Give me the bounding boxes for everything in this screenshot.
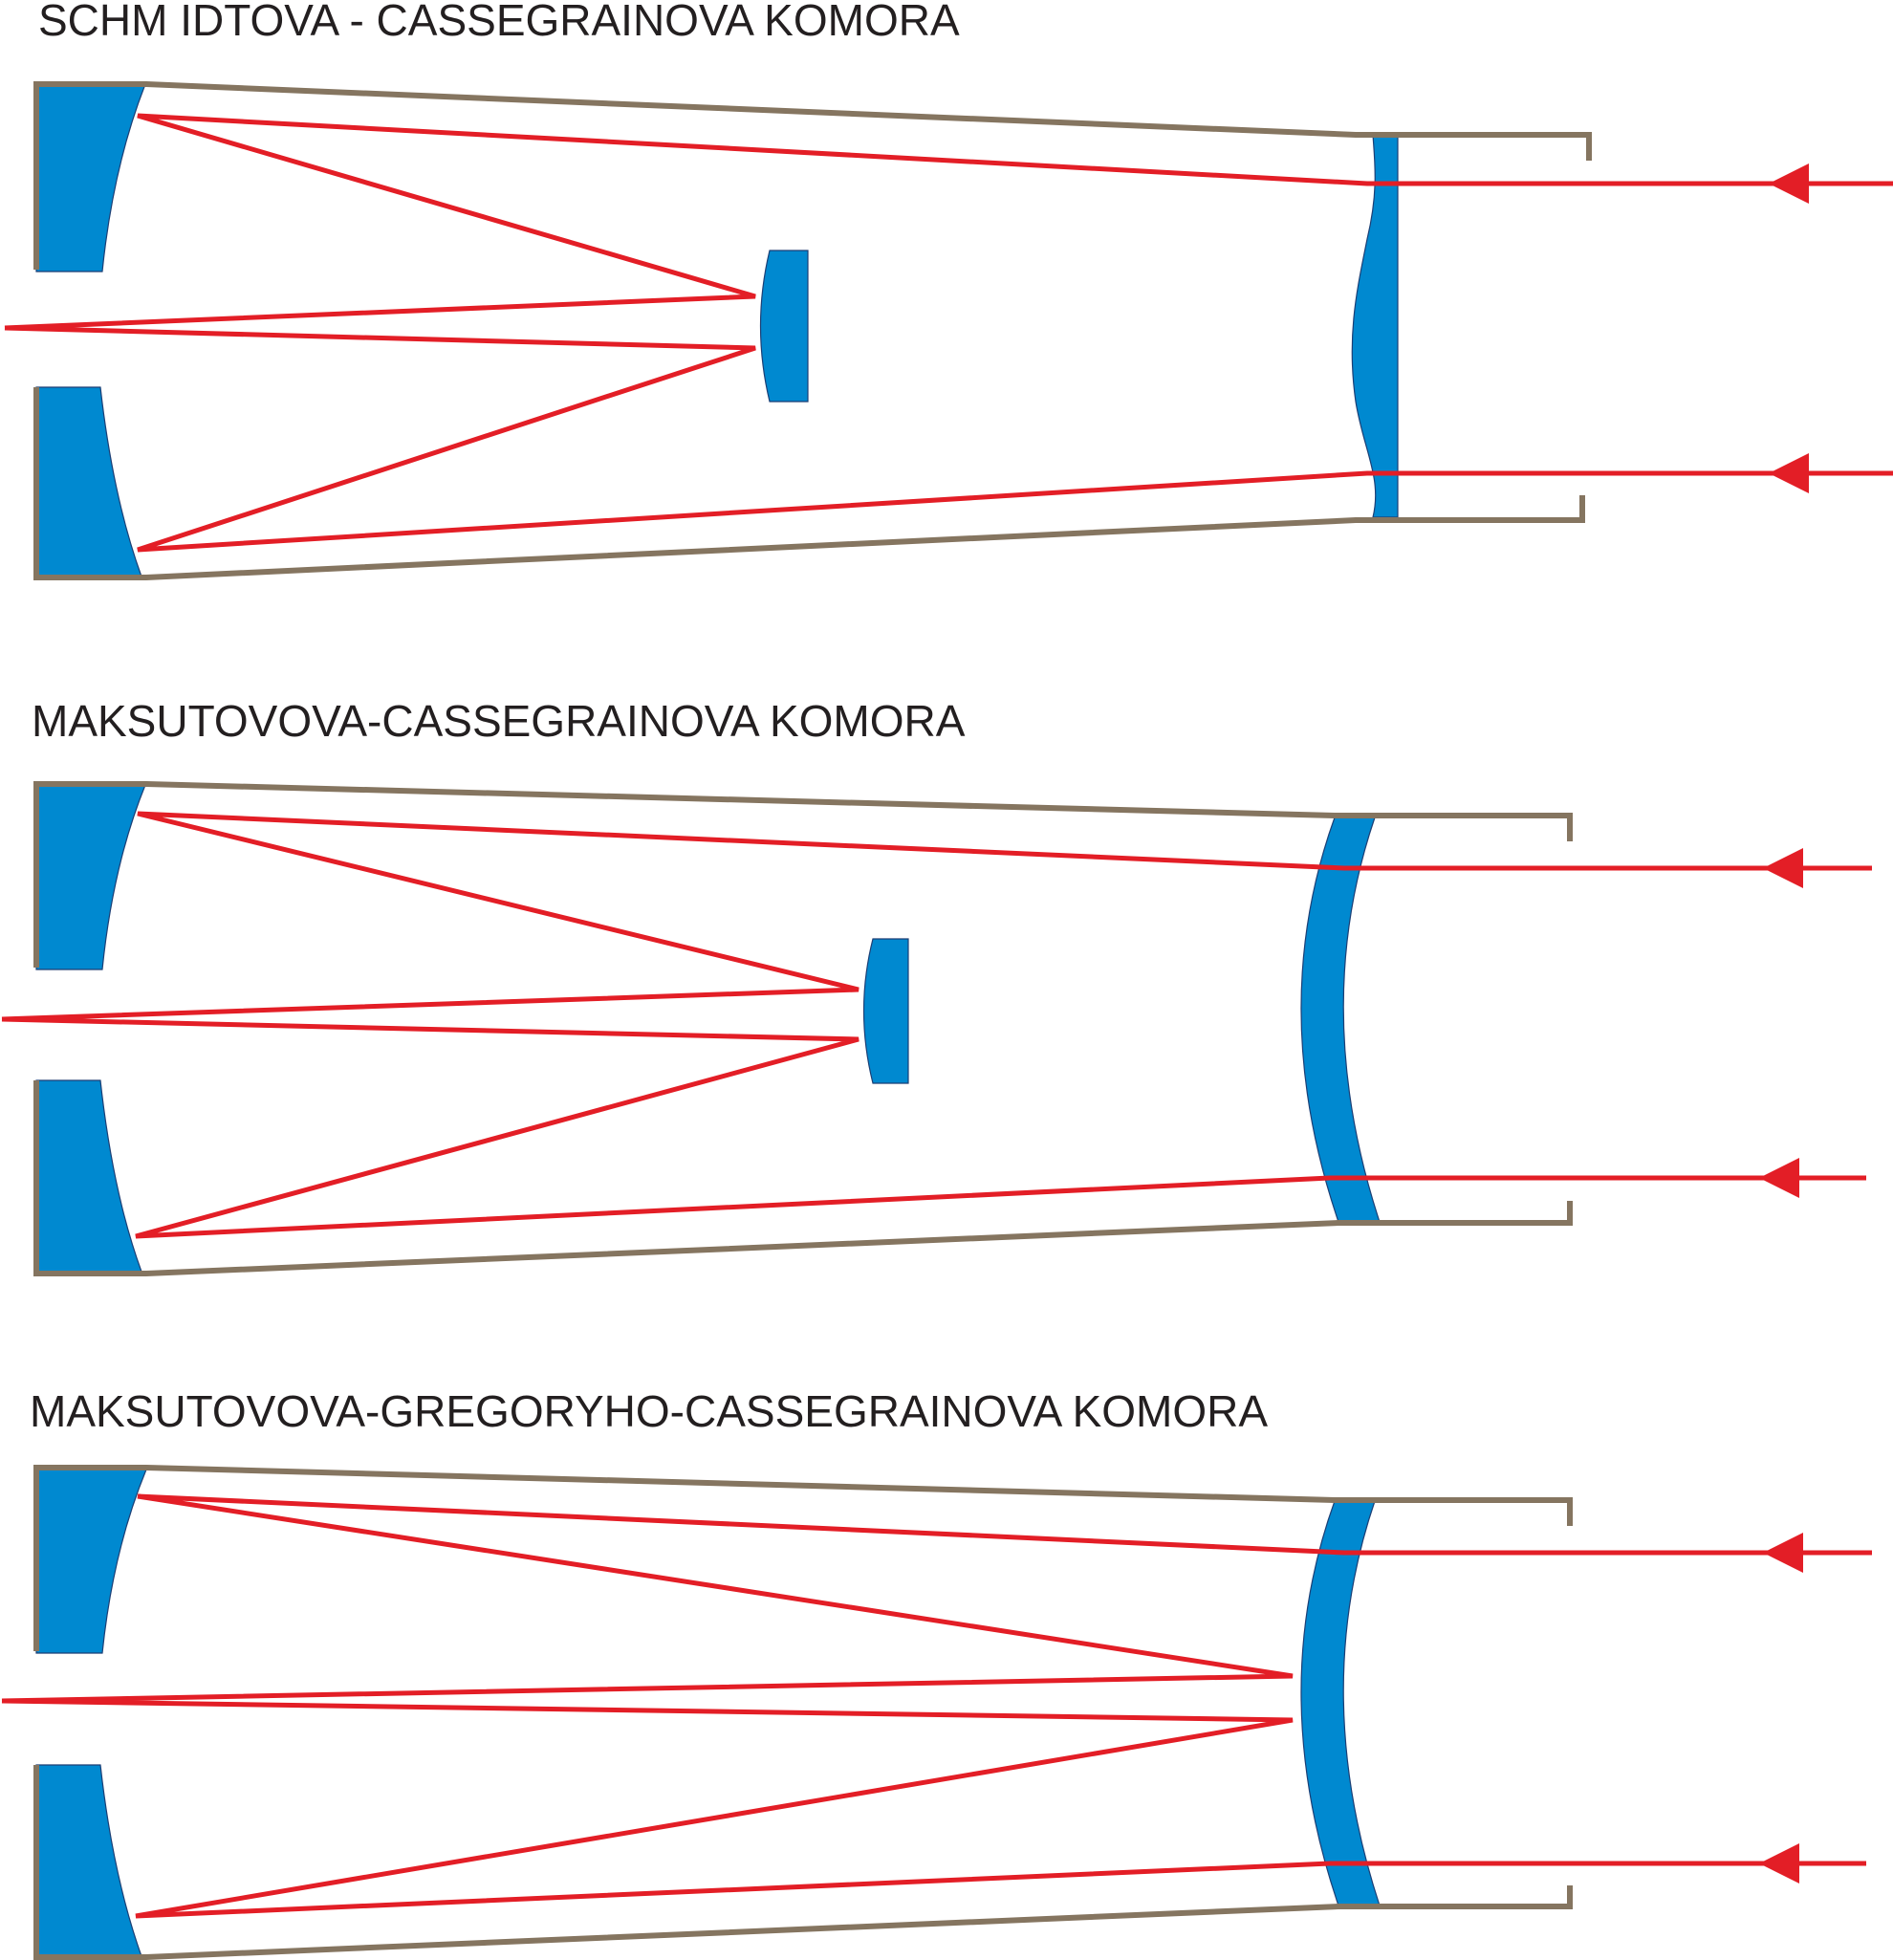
primary-mirror-top <box>35 83 146 272</box>
maksutov-meniscus-corrector <box>1300 1500 1381 1906</box>
tube-outline-bottom <box>33 387 1585 580</box>
schmidt-title: SCHM IDTOVA - CASSEGRAINOVA KOMORA <box>38 0 960 45</box>
schmidt-corrector-plate <box>1351 134 1399 518</box>
maksutov-title: MAKSUTOVOVA-CASSEGRAINOVA KOMORA <box>32 696 966 746</box>
secondary-mirror <box>862 938 909 1084</box>
tube-outline-bottom <box>33 1765 1573 1960</box>
arrow-head-lower <box>1759 1843 1799 1884</box>
maksutov-cassegrain-section: MAKSUTOVOVA-CASSEGRAINOVA KOMORA <box>1 696 1872 1276</box>
maksutov-gregory-cassegrain-section: MAKSUTOVOVA-GREGORYHO-CASSEGRAINOVA KOMO… <box>1 1386 1872 1960</box>
arrow-head-upper <box>1763 1533 1803 1573</box>
maksutov-meniscus-corrector <box>1300 817 1381 1223</box>
arrow-head-lower <box>1769 453 1809 493</box>
tube-outline-top <box>33 781 1573 968</box>
light-rays <box>1 1493 1872 1919</box>
tube-outline-bottom <box>33 1080 1573 1276</box>
primary-mirror-bottom <box>35 1764 142 1957</box>
arrow-head-lower <box>1759 1158 1799 1198</box>
primary-mirror-top <box>35 784 146 970</box>
light-rays <box>1 811 1872 1239</box>
schmidt-cassegrain-section: SCHM IDTOVA - CASSEGRAINOVA KOMORA <box>4 0 1893 580</box>
maksutov-gregory-title: MAKSUTOVOVA-GREGORYHO-CASSEGRAINOVA KOMO… <box>30 1386 1268 1436</box>
arrow-head-upper <box>1763 848 1803 888</box>
secondary-mirror <box>759 250 809 403</box>
primary-mirror-top <box>35 1469 147 1654</box>
light-rays <box>4 113 1893 553</box>
arrow-head-upper <box>1769 163 1809 204</box>
primary-mirror-bottom <box>35 1079 142 1273</box>
tube-outline-top <box>33 81 1592 270</box>
primary-mirror-bottom <box>35 386 142 577</box>
tube-outline-top <box>33 1465 1573 1651</box>
